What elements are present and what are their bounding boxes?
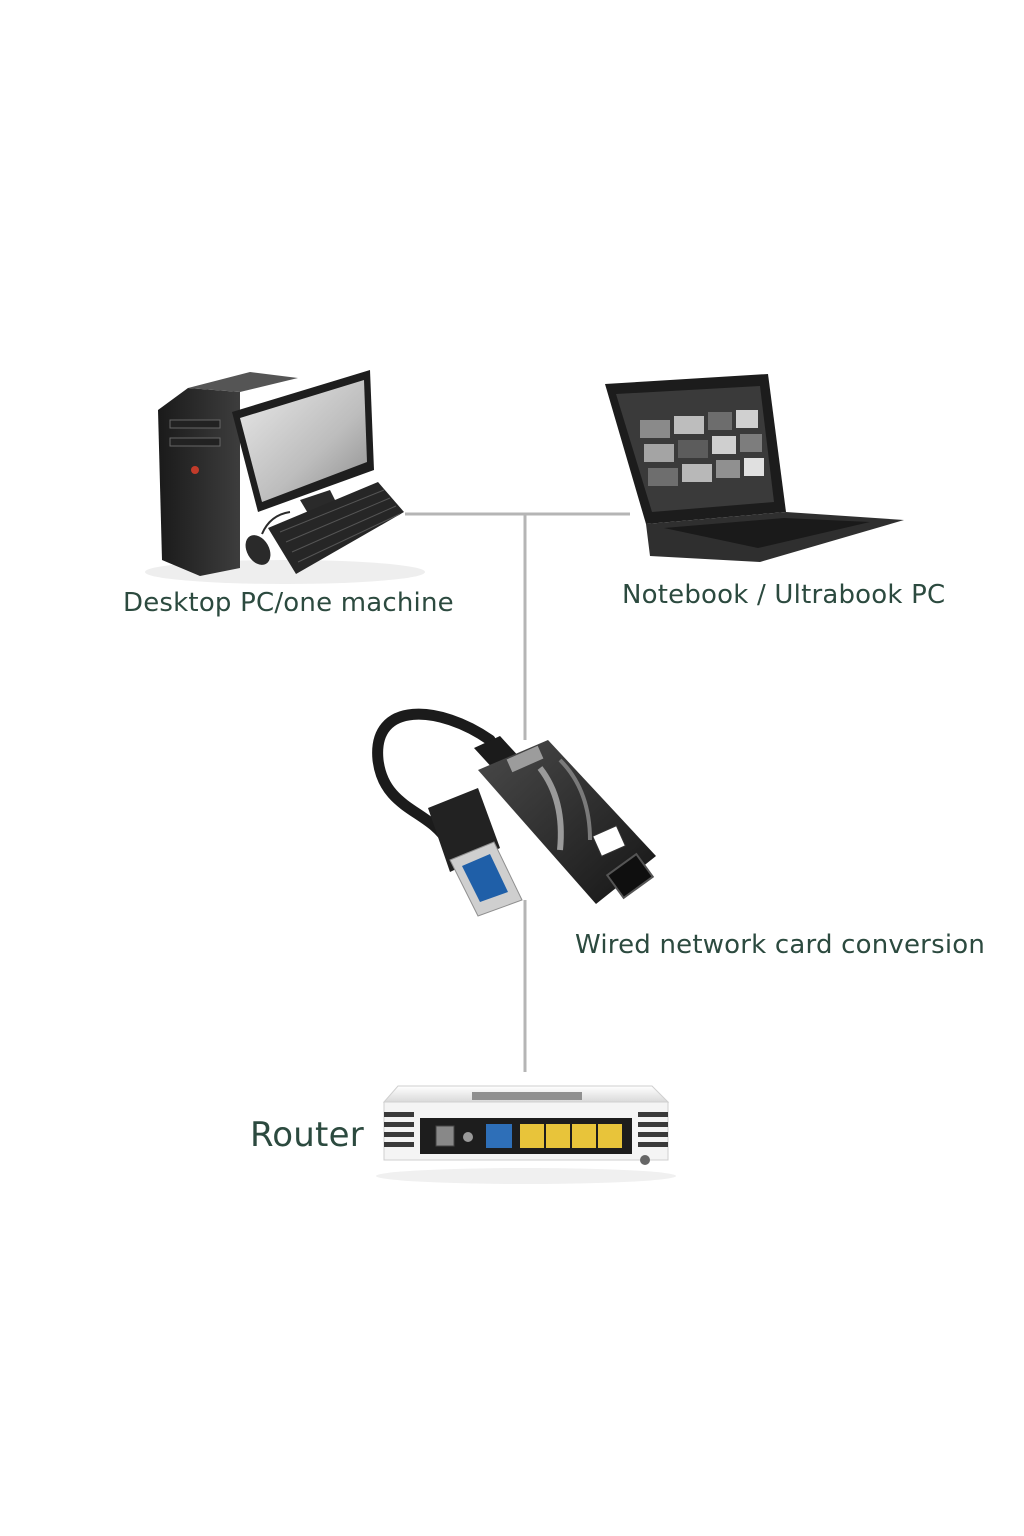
- router-lan-port-3: [572, 1124, 596, 1148]
- adapter-cable: [372, 708, 496, 848]
- adapter-swoosh-2: [558, 758, 592, 841]
- tower-drive-bay-2: [169, 437, 221, 447]
- rj45-port: [605, 852, 655, 900]
- router-brand-strip: [472, 1092, 582, 1100]
- adapter-label-plate: [506, 745, 544, 773]
- router-wan-port: [486, 1124, 512, 1148]
- desktop-pc-label: Desktop PC/one machine: [123, 588, 454, 618]
- tower-power-button: [191, 466, 199, 474]
- notebook-label: Notebook / Ultrabook PC: [622, 580, 946, 610]
- router-vents: [384, 1112, 668, 1147]
- router-antenna-base: [640, 1155, 650, 1165]
- desktop-pc-icon: [145, 370, 425, 584]
- keyboard-keys: [279, 489, 401, 563]
- tower-drive-bay: [169, 419, 221, 429]
- adapter-body: [478, 740, 656, 904]
- router-reset-button: [463, 1132, 473, 1142]
- adapter-swoosh: [537, 766, 564, 851]
- laptop-keyboard-area: [664, 518, 870, 548]
- connector-lines: [405, 512, 630, 1072]
- monitor-screen: [240, 380, 367, 502]
- tower-top: [188, 372, 298, 392]
- keyboard: [268, 482, 404, 574]
- laptop-icon: [605, 374, 904, 562]
- router-power-jack: [435, 1125, 455, 1147]
- usb-plug-insert: [462, 854, 508, 902]
- tower-side: [158, 388, 240, 576]
- mouse: [245, 535, 271, 565]
- adapter-logo-badge: [591, 825, 627, 857]
- router-lan-port-4: [598, 1124, 622, 1148]
- laptop-screen-tiles: [640, 410, 764, 486]
- router-lan-port-1: [520, 1124, 544, 1148]
- router-lan-port-2: [546, 1124, 570, 1148]
- router-icon: [376, 1085, 676, 1184]
- usb-ethernet-adapter-icon: [372, 708, 656, 917]
- router-label: Router: [250, 1115, 364, 1155]
- mouse-cable: [261, 511, 291, 535]
- router-shadow: [376, 1168, 676, 1184]
- adapter-label: Wired network card conversion: [575, 930, 986, 960]
